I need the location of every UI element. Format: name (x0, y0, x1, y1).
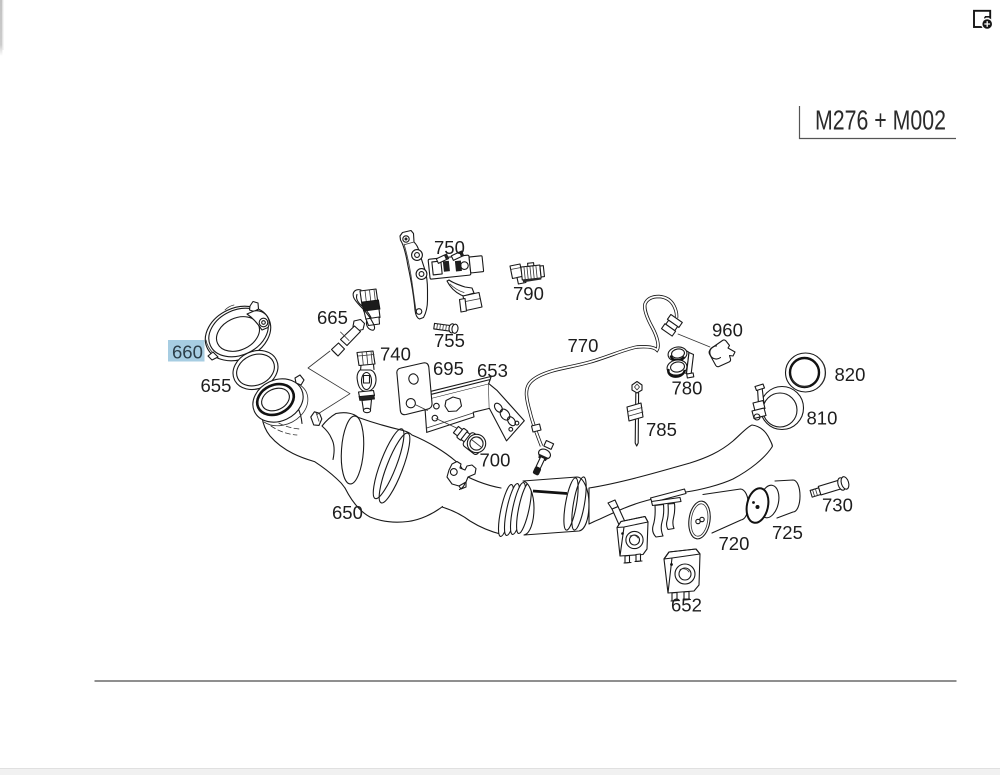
svg-text:652: 652 (671, 595, 702, 616)
svg-text:770: 770 (568, 335, 599, 356)
svg-text:650: 650 (332, 502, 363, 523)
svg-text:730: 730 (822, 495, 853, 516)
svg-text:820: 820 (835, 364, 866, 385)
svg-text:655: 655 (201, 375, 232, 396)
svg-text:960: 960 (712, 320, 743, 341)
svg-text:740: 740 (380, 344, 411, 365)
svg-text:700: 700 (480, 450, 511, 471)
svg-text:M276 + M002: M276 + M002 (815, 105, 946, 136)
svg-text:810: 810 (807, 408, 838, 429)
svg-text:695: 695 (433, 358, 464, 379)
svg-text:660: 660 (172, 342, 203, 363)
svg-text:750: 750 (434, 237, 465, 258)
svg-text:665: 665 (317, 307, 348, 328)
svg-text:653: 653 (477, 360, 508, 381)
svg-text:720: 720 (719, 533, 750, 554)
svg-text:785: 785 (646, 419, 677, 440)
svg-text:780: 780 (672, 378, 703, 399)
svg-text:755: 755 (434, 330, 465, 351)
svg-text:790: 790 (513, 283, 544, 304)
svg-text:725: 725 (772, 522, 803, 543)
